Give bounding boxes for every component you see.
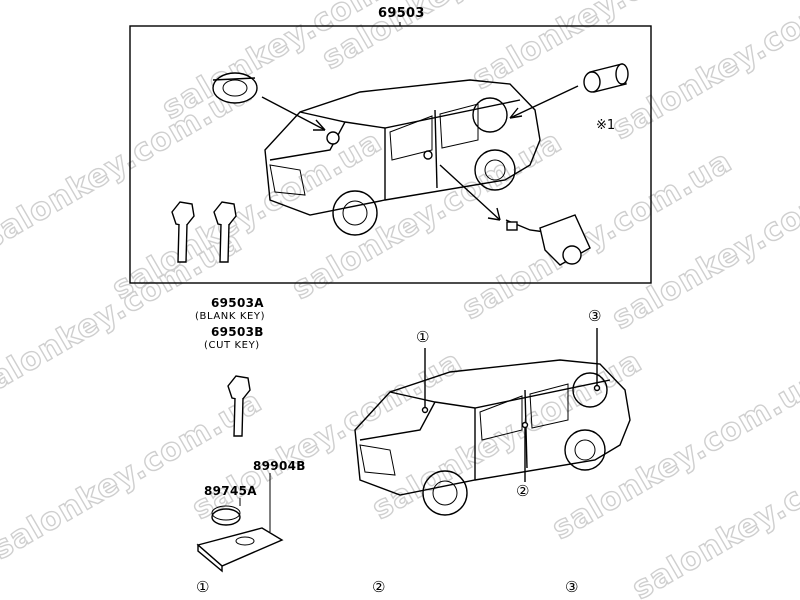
ignition-cylinder-illustration (212, 72, 258, 104)
bottom-number-2: ② (372, 578, 386, 596)
bottom-number-1: ① (196, 578, 210, 596)
assembly-number: 69503 (378, 6, 425, 21)
callout-3: ③ (588, 307, 602, 325)
key-illustration-3 (227, 375, 251, 437)
smart-key-fob-illustration (196, 527, 284, 573)
door-lock-illustration (505, 214, 591, 266)
vehicle-top (264, 79, 541, 236)
bottom-number-3: ③ (565, 578, 579, 596)
key-blank-number: 69503A (211, 296, 264, 310)
arrow-ignition (261, 96, 326, 131)
callout-1: ① (416, 328, 430, 346)
transmitter-number: 89904B (253, 459, 306, 473)
key-illustration-2 (213, 201, 237, 263)
fob-bracket (239, 473, 271, 532)
arrow-door (439, 164, 501, 221)
arrow-glove (509, 85, 579, 119)
key-blank-desc: (BLANK KEY) (195, 311, 266, 322)
callout-2: ② (516, 482, 530, 500)
assembly-frame (129, 25, 652, 284)
footnote-marker: ※1 (596, 118, 616, 133)
battery-number: 89745A (204, 484, 257, 498)
vehicle-bottom (354, 359, 631, 516)
key-cut-number: 69503B (211, 325, 264, 339)
battery-illustration (211, 505, 241, 526)
key-cut-desc: (CUT KEY) (204, 340, 260, 351)
key-illustration-1 (171, 201, 195, 263)
glove-cylinder-illustration (583, 63, 629, 93)
